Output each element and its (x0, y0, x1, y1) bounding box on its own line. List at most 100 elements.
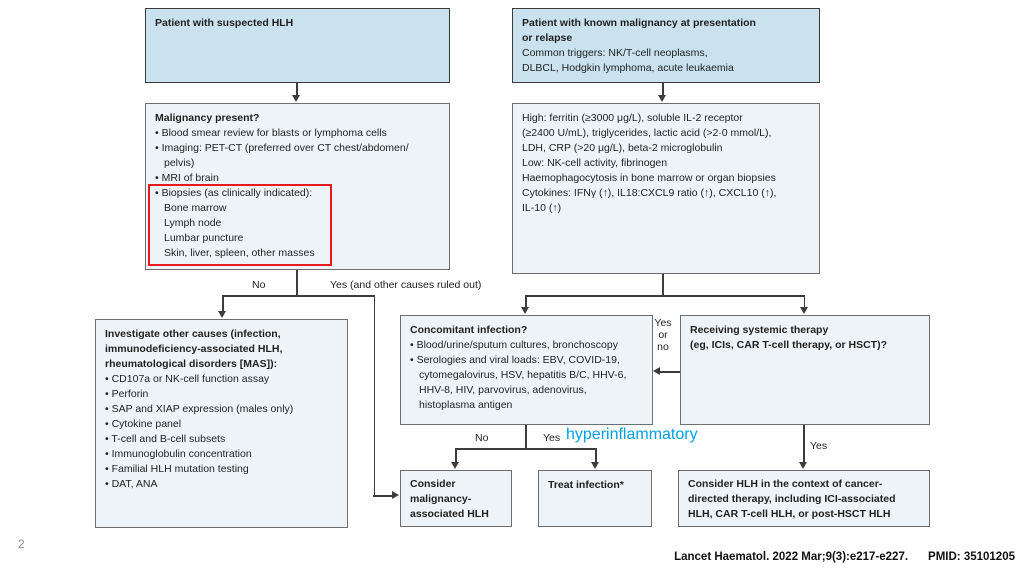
box-consider-malignancy-line: associated HLH (410, 508, 489, 520)
box-malignancy-line: Lumbar puncture (164, 232, 244, 244)
arrow-down-icon (799, 462, 807, 469)
box-lab-markers: High: ferritin (≥3000 μg/L), soluble IL-… (512, 103, 820, 274)
connector-line (595, 448, 597, 463)
connector-line (662, 83, 664, 96)
box-investigate-title-line: Investigate other causes (infection, (105, 328, 281, 340)
label-no-infection: No (475, 432, 489, 444)
arrow-down-icon (591, 462, 599, 469)
label-yes-or-no-line: or (658, 329, 668, 341)
hyperinflammatory-annotation: hyperinflammatory (566, 426, 698, 443)
label-yes-therapy: Yes (810, 440, 828, 452)
box-malignancy-line: • Blood smear review for blasts or lymph… (155, 127, 387, 139)
box-malignancy-line: • Biopsies (as clinically indicated): (155, 187, 313, 199)
box-suspected-hlh: Patient with suspected HLH (145, 8, 450, 83)
box-investigate-bullet: • Cytokine panel (105, 418, 182, 430)
label-yes-malignancy: Yes (and other causes ruled out) (330, 279, 482, 291)
arrow-down-icon (521, 307, 529, 314)
connector-line (803, 425, 805, 463)
box-malignancy-line: pelvis) (164, 157, 195, 169)
biopsies-highlight-rectangle (148, 184, 332, 266)
box-known-malignancy-title-line: Patient with known malignancy at present… (522, 17, 756, 29)
label-no-malignancy: No (252, 279, 266, 291)
box-known-malignancy-line: Common triggers: NK/T-cell neoplasms, (522, 47, 708, 59)
arrow-down-icon (451, 462, 459, 469)
box-lab-markers-line: Low: NK-cell activity, fibrinogen (522, 157, 668, 169)
arrow-down-icon (218, 311, 226, 318)
box-investigate-bullet: • T-cell and B-cell subsets (105, 433, 226, 445)
connector-line (662, 274, 664, 296)
box-investigate-bullet: • Familial HLH mutation testing (105, 463, 249, 475)
box-consider-malignancy-line: malignancy- (410, 493, 472, 505)
connector-line (222, 295, 224, 312)
label-yes-or-no-line: no (657, 341, 669, 353)
connector-line (373, 295, 375, 496)
box-known-malignancy-line: DLBCL, Hodgkin lymphoma, acute leukaemia (522, 62, 734, 74)
box-investigate-title-line: rheumatological disorders [MAS]): (105, 358, 278, 370)
box-investigate-bullet: • CD107a or NK-cell function assay (105, 373, 270, 385)
box-malignancy-line: Bone marrow (164, 202, 227, 214)
box-treat-infection-title: Treat infection* (548, 479, 624, 491)
connector-line (525, 295, 527, 308)
box-suspected-hlh-title: Patient with suspected HLH (155, 17, 294, 29)
box-consider-malignancy-hlh: Consider malignancy- associated HLH (400, 470, 512, 527)
box-cancer-therapy-line: directed therapy, including ICI-associat… (688, 493, 896, 505)
arrow-down-icon (799, 307, 808, 314)
box-malignancy-line: • Imaging: PET-CT (preferred over CT che… (155, 142, 409, 154)
slide-page-number: 2 (18, 537, 25, 551)
connector-line (525, 295, 805, 297)
arrow-left-icon (653, 367, 660, 375)
label-yes-infection: Yes (543, 432, 561, 444)
box-systemic-therapy: Receiving systemic therapy (eg, ICIs, CA… (680, 315, 930, 425)
connector-line (455, 448, 457, 463)
box-investigate-bullet: • SAP and XIAP expression (males only) (105, 403, 294, 415)
box-malignancy-present-title: Malignancy present? (155, 112, 260, 124)
box-malignancy-line: Lymph node (164, 217, 222, 229)
box-treat-infection: Treat infection* (538, 470, 652, 527)
box-concomitant-infection-line: • Serologies and viral loads: EBV, COVID… (410, 354, 620, 366)
box-investigate-bullet: • DAT, ANA (105, 478, 158, 490)
box-known-malignancy-title-line: or relapse (522, 32, 573, 44)
box-consider-malignancy-line: Consider (410, 478, 456, 490)
box-concomitant-infection-title: Concomitant infection? (410, 324, 528, 336)
label-yes-or-no: Yes or no (646, 317, 680, 353)
box-lab-markers-line: Cytokines: IFNγ (↑), IL18:CXCL9 ratio (↑… (522, 187, 777, 199)
box-known-malignancy: Patient with known malignancy at present… (512, 8, 820, 83)
box-concomitant-infection-line: cytomegalovirus, HSV, hepatitis B/C, HHV… (419, 369, 627, 381)
label-yes-or-no-line: Yes (654, 317, 672, 329)
box-concomitant-infection: Concomitant infection? • Blood/urine/spu… (400, 315, 653, 425)
box-investigate-other-causes: Investigate other causes (infection, imm… (95, 319, 348, 528)
connector-line (373, 495, 393, 497)
box-investigate-title-line: immunodeficiency-associated HLH, (105, 343, 283, 355)
arrow-down-icon (658, 95, 666, 102)
connector-line (455, 448, 596, 450)
box-cancer-therapy-line: HLH, CAR T-cell HLH, or post-HSCT HLH (688, 508, 891, 520)
box-systemic-therapy-title-line: (eg, ICIs, CAR T-cell therapy, or HSCT)? (690, 339, 887, 351)
box-concomitant-infection-line: HHV-8, HIV, parvovirus, adenovirus, (419, 384, 587, 396)
box-investigate-bullet: • Immunoglobulin concentration (105, 448, 252, 460)
box-lab-markers-line: High: ferritin (≥3000 μg/L), soluble IL-… (522, 112, 743, 124)
box-concomitant-infection-line: histoplasma antigen (419, 399, 513, 411)
connector-line (222, 295, 375, 297)
arrow-down-icon (292, 95, 300, 102)
box-malignancy-present: Malignancy present? • Blood smear review… (145, 103, 450, 270)
connector-line (803, 295, 805, 308)
box-lab-markers-line: IL-10 (↑) (522, 202, 562, 214)
connector-line (296, 270, 298, 296)
box-investigate-bullet: • Perforin (105, 388, 149, 400)
box-malignancy-line: • MRI of brain (155, 172, 219, 184)
box-systemic-therapy-title-line: Receiving systemic therapy (690, 324, 829, 336)
connector-line (296, 83, 298, 96)
connector-line (660, 371, 680, 373)
box-malignancy-line: Skin, liver, spleen, other masses (164, 247, 315, 259)
arrow-right-icon (392, 491, 399, 499)
citation-text: Lancet Haematol. 2022 Mar;9(3):e217-e227… (674, 551, 1015, 563)
box-lab-markers-line: LDH, CRP (>20 μg/L), beta-2 microglobuli… (522, 142, 723, 154)
box-cancer-therapy-line: Consider HLH in the context of cancer- (688, 478, 883, 490)
connector-line (525, 425, 527, 449)
box-lab-markers-line: Haemophagocytosis in bone marrow or orga… (522, 172, 776, 184)
box-concomitant-infection-line: • Blood/urine/sputum cultures, bronchosc… (410, 339, 618, 351)
box-cancer-directed-therapy-hlh: Consider HLH in the context of cancer- d… (678, 470, 930, 527)
citation-journal: Lancet Haematol. 2022 Mar;9(3):e217-e227… (674, 551, 909, 563)
citation-pmid: PMID: 35101205 (928, 551, 1015, 563)
